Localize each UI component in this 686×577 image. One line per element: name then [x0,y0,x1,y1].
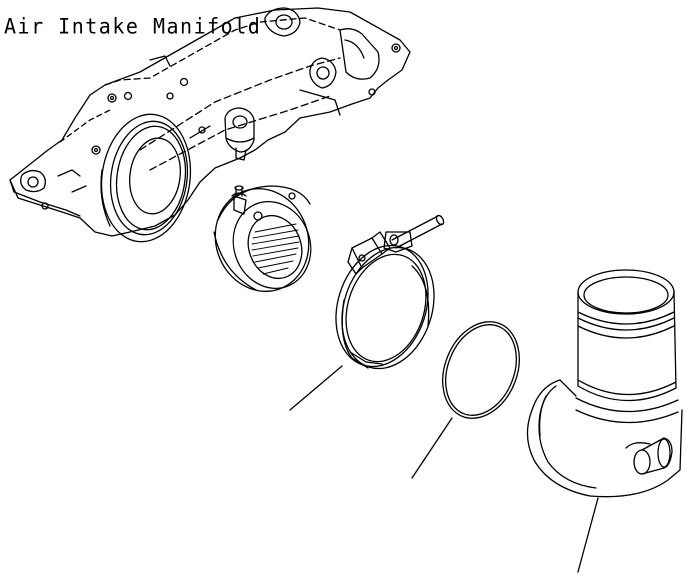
heater-element [201,175,323,304]
o-ring [412,310,533,478]
diagram-title: Air Intake Manifold [4,13,262,39]
band-clamp [290,214,449,410]
elbow-connector [527,270,682,572]
air-intake-manifold [10,8,410,248]
